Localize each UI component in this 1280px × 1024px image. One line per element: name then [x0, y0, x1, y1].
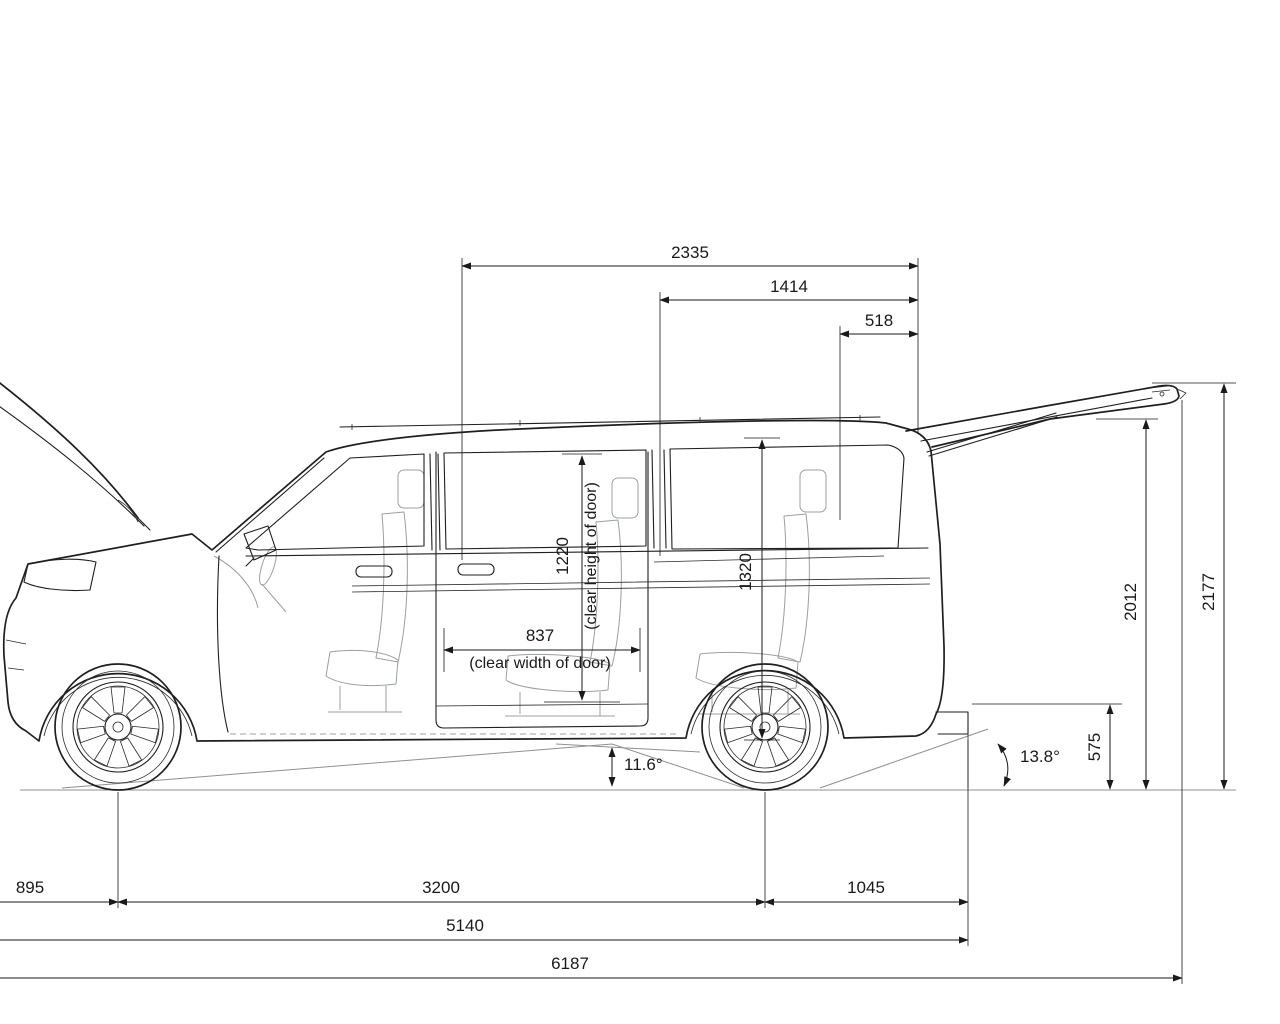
dim-mid-to-rear: 1414 [659, 277, 919, 556]
angle-13-8-label: 13.8° [1020, 747, 1060, 766]
windshield [215, 457, 325, 553]
dim-3200-label: 3200 [422, 878, 460, 897]
bottom-extension-lines [117, 400, 1183, 984]
sliding-door-window [443, 449, 647, 550]
dim-2335-label: 2335 [671, 243, 709, 262]
dim-5140-label: 5140 [446, 916, 484, 935]
headlight [23, 558, 97, 592]
dim-837-label: 837 [526, 626, 554, 645]
rear-wheel [701, 663, 829, 791]
rear-quarter-window [669, 444, 905, 550]
front-door-window [245, 453, 425, 551]
dim-2012-label: 2012 [1121, 583, 1140, 621]
dim-overall-length-open: 6187 [0, 954, 1183, 982]
front-door-seam [216, 555, 229, 733]
side-molding [351, 577, 931, 593]
angle-11-6-label: 11.6° [624, 755, 663, 774]
interior-ghost-details [213, 469, 827, 735]
beltline [245, 547, 929, 557]
front-wheel [54, 663, 182, 791]
dim-895-label: 895 [16, 878, 44, 897]
dim-overall-height-open: 2177 [1152, 382, 1236, 790]
door-track [653, 555, 885, 563]
dim-rear-section: 518 [839, 311, 919, 520]
dim-rear-overhang: 1045 [764, 878, 969, 906]
dim-opening-to-rear: 2335 [461, 243, 919, 560]
dim-breakover-angle: 11.6° [608, 747, 663, 787]
tailgate-strut [926, 412, 1058, 457]
dim-518-label: 518 [865, 311, 893, 330]
rear-seat [695, 469, 827, 715]
sliding-door-outline [435, 451, 649, 729]
dim-door-clear-height: 1220 (clear height of door) [544, 453, 620, 703]
dim-6187-label: 6187 [551, 954, 589, 973]
open-tailgate [905, 384, 1187, 457]
middle-seat [505, 477, 639, 717]
dim-1045-label: 1045 [847, 878, 885, 897]
dim-height-tailgate-lower: 2012 [1096, 418, 1158, 790]
dim-rear-interior-height: 1320 [736, 437, 780, 741]
body-outline [2, 419, 945, 742]
departure-construction-line [819, 728, 989, 789]
dim-2177-label: 2177 [1199, 573, 1218, 611]
dim-loading-sill-height: 575 [972, 703, 1122, 790]
b-pillar [429, 453, 441, 551]
sliding-door-handle [457, 563, 495, 576]
dim-front-overhang: 895 [0, 878, 119, 906]
front-door-handle [355, 565, 393, 578]
dim-1220-note: (clear height of door) [583, 482, 600, 630]
van-body [2, 415, 969, 788]
dim-575-label: 575 [1085, 733, 1104, 761]
breakover-construction-line [61, 743, 745, 789]
steering-wheel [213, 546, 287, 613]
dim-wheelbase: 3200 [117, 878, 766, 906]
dim-door-clear-width: 837 (clear width of door) [443, 626, 641, 672]
rear-hitch [935, 711, 969, 735]
dim-overall-length: 5140 [0, 916, 969, 944]
ground-and-construction-lines [20, 728, 1236, 791]
c-pillar [651, 449, 667, 549]
open-hood [0, 382, 151, 531]
dim-departure-angle: 13.8° [997, 743, 1060, 787]
dim-1320-label: 1320 [736, 553, 755, 591]
dim-837-note: (clear width of door) [469, 655, 610, 672]
side-mirror [243, 525, 277, 567]
dim-1220-label: 1220 [553, 537, 572, 575]
roof-rail [339, 416, 881, 428]
dim-1414-label: 1414 [770, 277, 808, 296]
